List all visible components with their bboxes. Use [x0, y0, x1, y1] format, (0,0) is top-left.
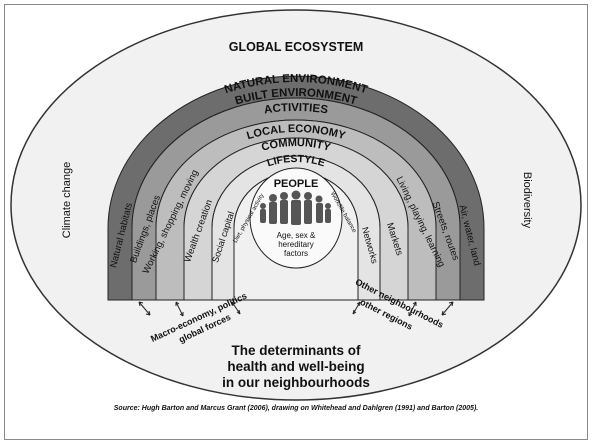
influence-arrows — [138, 301, 454, 317]
community-label: COMMUNITY — [260, 137, 332, 154]
caption-line-3: in our neighbourhoods — [222, 375, 370, 390]
caption-line-1: The determinants of — [231, 343, 361, 358]
double-arrow-icon — [138, 301, 151, 316]
double-arrow-icon — [231, 301, 241, 315]
source-citation: Source: Hugh Barton and Marcus Grant (20… — [113, 405, 479, 412]
global-ecosystem-title: GLOBAL ECOSYSTEM — [229, 40, 364, 54]
double-arrow-icon — [408, 301, 417, 317]
climate-change-label: Climate change — [61, 162, 73, 238]
double-arrow-icon — [441, 301, 454, 316]
people-figures-icon — [260, 190, 331, 225]
biodiversity-label: Biodiversity — [521, 172, 533, 229]
caption-line-2: health and well-being — [227, 359, 365, 374]
lifestyle-label: LIFESTYLE — [266, 153, 327, 169]
slide-frame — [4, 4, 588, 440]
double-arrow-icon — [352, 301, 361, 315]
diagram-caption: The determinants of health and well-bein… — [0, 343, 592, 391]
people-factors-line-2: hereditary — [278, 240, 314, 249]
people-label: PEOPLE — [274, 178, 319, 190]
people-factors-line-1: Age, sex & — [277, 231, 316, 240]
double-arrow-icon — [175, 301, 184, 317]
people-factors-line-3: factors — [284, 249, 308, 258]
